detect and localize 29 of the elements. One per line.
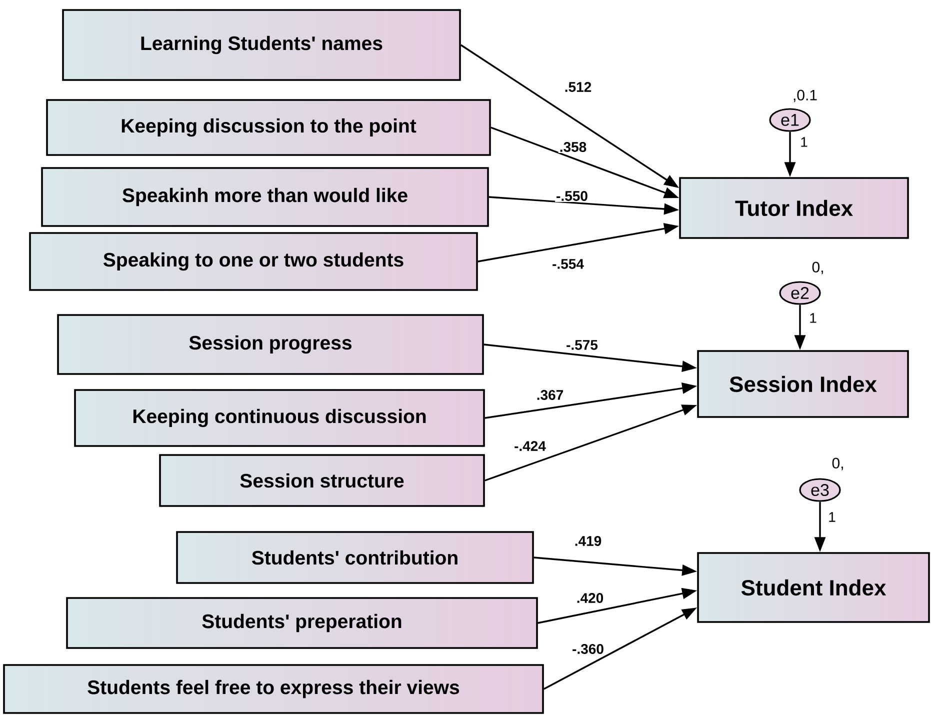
edge-label: -.550 <box>555 190 589 202</box>
indicator-box: Session structure <box>159 454 485 507</box>
indicator-box: Session progress <box>57 314 484 375</box>
indicator-box: Learning Students' names <box>62 9 461 81</box>
indicator-box: Speakinh more than would like <box>41 167 489 227</box>
indicator-box: Students' contribution <box>176 531 534 584</box>
indicator-box: Keeping continuous discussion <box>74 389 485 447</box>
edge-label: .367 <box>535 389 565 401</box>
edge-label: -.575 <box>565 339 599 351</box>
edge-label: 1 <box>810 313 816 323</box>
indicator-box: Keeping discussion to the point <box>46 99 491 156</box>
variance-label: ,0.1 <box>794 90 817 102</box>
indicator-box: Students' preperation <box>66 597 538 649</box>
edge-label: -.360 <box>571 643 605 655</box>
variance-label: 0, <box>832 458 843 470</box>
edge-label: -.424 <box>513 440 547 452</box>
edge-label: .419 <box>573 535 603 547</box>
index-box: Session Index <box>697 350 909 418</box>
indicator-box: Speaking to one or two students <box>29 232 478 291</box>
index-box: Tutor Index <box>679 177 909 239</box>
indicator-box: Students feel free to express their views <box>3 664 544 714</box>
edge-label: 1 <box>829 512 836 522</box>
edge-label: .358 <box>558 141 588 153</box>
variance-label: 0, <box>812 262 823 274</box>
edge-label: .420 <box>575 592 605 604</box>
edge-label: 1 <box>801 137 808 147</box>
edge-label: -.554 <box>551 258 585 270</box>
index-box: Student Index <box>697 552 930 623</box>
edge-label: .512 <box>563 81 593 93</box>
